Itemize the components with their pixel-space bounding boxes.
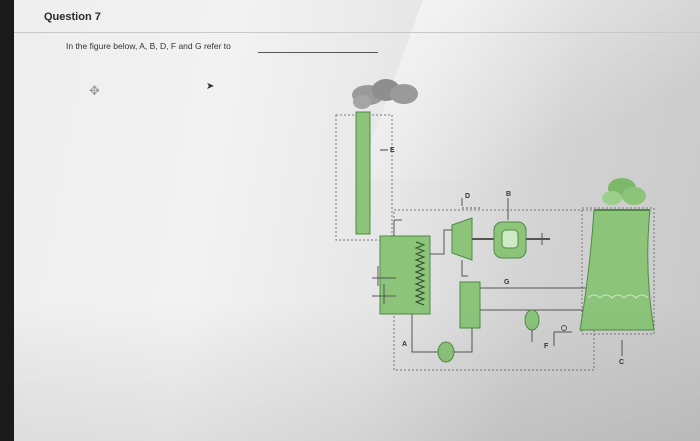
label-a: A: [402, 341, 407, 348]
answer-blank[interactable]: [258, 52, 378, 53]
question-title: Question 7: [44, 11, 101, 23]
label-b: B: [506, 191, 511, 198]
move-cursor-icon: ✥: [89, 83, 100, 98]
tower-boundary: [581, 207, 655, 335]
boiler: [379, 235, 431, 315]
question-prompt: In the figure below, A, B, D, F and G re…: [66, 41, 231, 51]
label-f: F: [544, 343, 549, 350]
cooling-pump: [524, 309, 540, 331]
cooling-tower: [579, 209, 655, 331]
label-e: E: [390, 147, 395, 154]
turbine: [451, 217, 473, 261]
steam-cloud-icon: [602, 178, 646, 205]
smoke-cloud-icon: [352, 79, 418, 109]
condenser: [459, 281, 481, 329]
feed-pump: [437, 341, 455, 363]
chimney: [355, 111, 371, 235]
question-header: Question 7: [14, 0, 700, 33]
boiler-coil: [414, 241, 426, 306]
label-c: C: [619, 359, 624, 366]
power-plant-diagram: E D B G: [335, 79, 655, 371]
screen: Question 7 In the figure below, A, B, D,…: [14, 0, 700, 441]
label-d: D: [465, 193, 470, 200]
label-g: G: [504, 279, 510, 286]
pointer-cursor-icon: ➤: [206, 81, 215, 92]
